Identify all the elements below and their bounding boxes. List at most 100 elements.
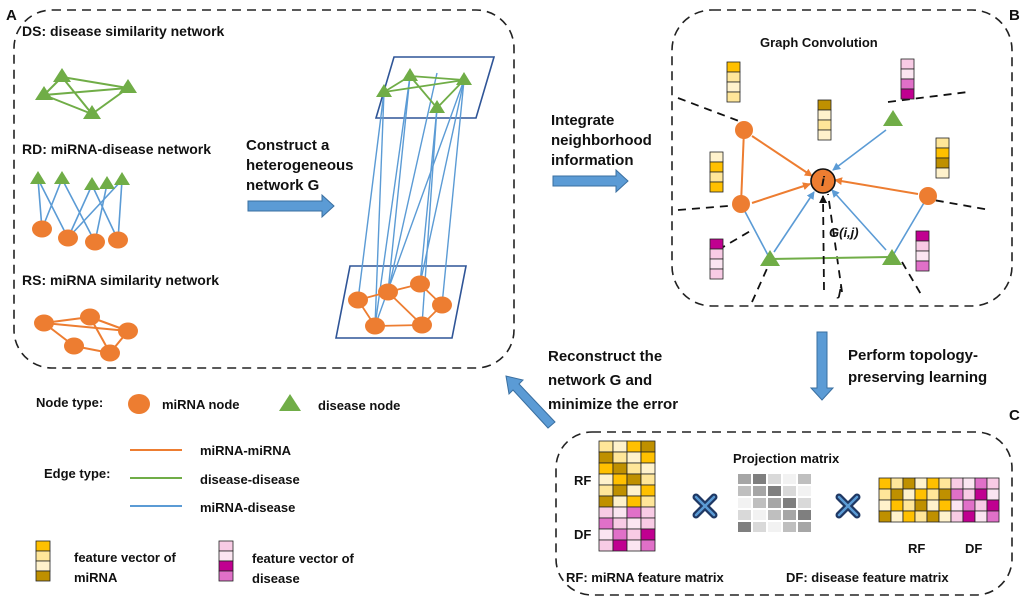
rf-df-cell bbox=[640, 462, 656, 475]
vector-mirna-a-cell bbox=[726, 91, 741, 103]
vector-disease-a-cell bbox=[900, 58, 915, 70]
vector-disease-b-cell bbox=[709, 238, 724, 250]
projection-cell bbox=[768, 486, 781, 496]
multiply-icon-1 bbox=[692, 493, 718, 519]
panel-b-feature-vectors bbox=[709, 58, 950, 280]
rf-df-cell bbox=[640, 517, 656, 530]
agg-edge-6 bbox=[831, 189, 887, 251]
rf-df-cell bbox=[598, 440, 614, 453]
vector-mirna-c-cell bbox=[935, 157, 950, 169]
rd-label: RD: miRNA-disease network bbox=[22, 141, 211, 157]
reconstruct-arrow bbox=[505, 375, 556, 429]
vector-disease-a-cell bbox=[900, 88, 915, 100]
rt-cell bbox=[986, 477, 1000, 490]
projection-cell bbox=[738, 486, 751, 496]
vector-center-cell bbox=[817, 109, 832, 121]
node-type-label: Node type: bbox=[36, 395, 103, 410]
rt-cell bbox=[890, 510, 904, 523]
vector-mirna-a-cell bbox=[726, 81, 741, 93]
panel-c-letter: C bbox=[1009, 407, 1020, 424]
rf-df-cell bbox=[598, 506, 614, 519]
edge-dd-bottom bbox=[769, 256, 893, 260]
rt-cell bbox=[950, 510, 964, 523]
construct-arrow bbox=[247, 193, 335, 219]
vector-disease-c-cell bbox=[915, 250, 930, 262]
legend-edge-dd-text: disease-disease bbox=[200, 472, 300, 487]
rf-bottom-label: RF bbox=[908, 541, 925, 556]
rf-df-cell bbox=[598, 517, 614, 530]
vector-center-cell bbox=[817, 129, 832, 141]
rf-df-cell bbox=[612, 473, 628, 486]
rf-df-cell bbox=[626, 440, 642, 453]
rf-df-cell bbox=[626, 462, 642, 475]
vector-disease-c-cell bbox=[915, 240, 930, 252]
reconstruct-text: Reconstruct the network G and minimize t… bbox=[548, 348, 678, 413]
legend-mirna-node bbox=[128, 394, 150, 414]
legend-vector-disease-cell bbox=[218, 540, 234, 552]
vector-mirna-c-cell bbox=[935, 167, 950, 179]
center-node-i bbox=[810, 168, 836, 194]
vector-mirna-b-cell bbox=[709, 151, 724, 163]
rf-df-cell bbox=[612, 484, 628, 497]
rf-df-cell bbox=[640, 539, 656, 552]
projection-cell bbox=[753, 510, 766, 520]
vector-disease-b-cell bbox=[709, 258, 724, 270]
vector-disease-b-cell bbox=[709, 268, 724, 280]
rt-cell bbox=[950, 477, 964, 490]
rf-df-cell bbox=[640, 528, 656, 541]
projection-cell bbox=[738, 498, 751, 508]
integrate-text: Integrate neighborhood information bbox=[551, 112, 656, 169]
vector-disease-c-cell bbox=[915, 230, 930, 242]
projection-cell bbox=[753, 498, 766, 508]
projection-cell bbox=[738, 510, 751, 520]
rt-cell bbox=[986, 510, 1000, 523]
rt-cell bbox=[974, 477, 988, 490]
agg-edge-5 bbox=[773, 191, 815, 253]
projection-cell bbox=[738, 474, 751, 484]
projection-cell bbox=[753, 474, 766, 484]
projection-cell bbox=[768, 522, 781, 532]
rt-cell bbox=[938, 488, 952, 501]
rf-df-cell bbox=[612, 495, 628, 508]
rf-df-cell bbox=[640, 495, 656, 508]
projection-cell bbox=[768, 510, 781, 520]
edge-mm-left bbox=[740, 129, 745, 205]
neighbor-j-edge bbox=[819, 195, 828, 291]
rf-caption: RF: miRNA feature matrix bbox=[566, 570, 724, 585]
df-side-label: DF bbox=[574, 527, 591, 542]
vector-mirna-b-cell bbox=[709, 171, 724, 183]
rf-df-cell bbox=[640, 451, 656, 464]
projection-cell bbox=[783, 474, 796, 484]
legend-vector-disease-cell bbox=[218, 570, 234, 582]
legend-edge-mm-text: miRNA-miRNA bbox=[200, 443, 292, 458]
projection-cell bbox=[783, 522, 796, 532]
rt-cell bbox=[950, 499, 964, 512]
panel-c: C RF DF Projection matrix RF DF RF: miRN… bbox=[555, 407, 1020, 596]
rt-cell bbox=[902, 510, 916, 523]
rt-cell bbox=[878, 477, 892, 490]
rf-df-cell bbox=[612, 451, 628, 464]
rf-df-cell bbox=[626, 506, 642, 519]
rt-cell bbox=[914, 510, 928, 523]
rf-df-cell bbox=[612, 528, 628, 541]
edge-md-left bbox=[740, 203, 771, 260]
rf-side-label: RF bbox=[574, 473, 591, 488]
construct-text: Construct a heterogeneous network G bbox=[246, 137, 358, 194]
vector-center-cell bbox=[817, 119, 832, 131]
rt-cell bbox=[962, 477, 976, 490]
vector-disease-a-cell bbox=[900, 78, 915, 90]
rt-cell bbox=[902, 477, 916, 490]
rt-cell bbox=[926, 488, 940, 501]
neighbor-disease-2 bbox=[760, 250, 780, 266]
projection-cell bbox=[798, 498, 811, 508]
projection-cell bbox=[798, 474, 811, 484]
rf-df-cell bbox=[640, 473, 656, 486]
legend-vector-mirna-cell bbox=[35, 550, 51, 562]
legend-disease-text: disease node bbox=[318, 398, 400, 413]
neighbor-mirna-1 bbox=[735, 121, 753, 139]
vector-disease-b-cell bbox=[709, 248, 724, 260]
rt-cell bbox=[986, 499, 1000, 512]
ds-disease-nodes bbox=[35, 68, 137, 119]
